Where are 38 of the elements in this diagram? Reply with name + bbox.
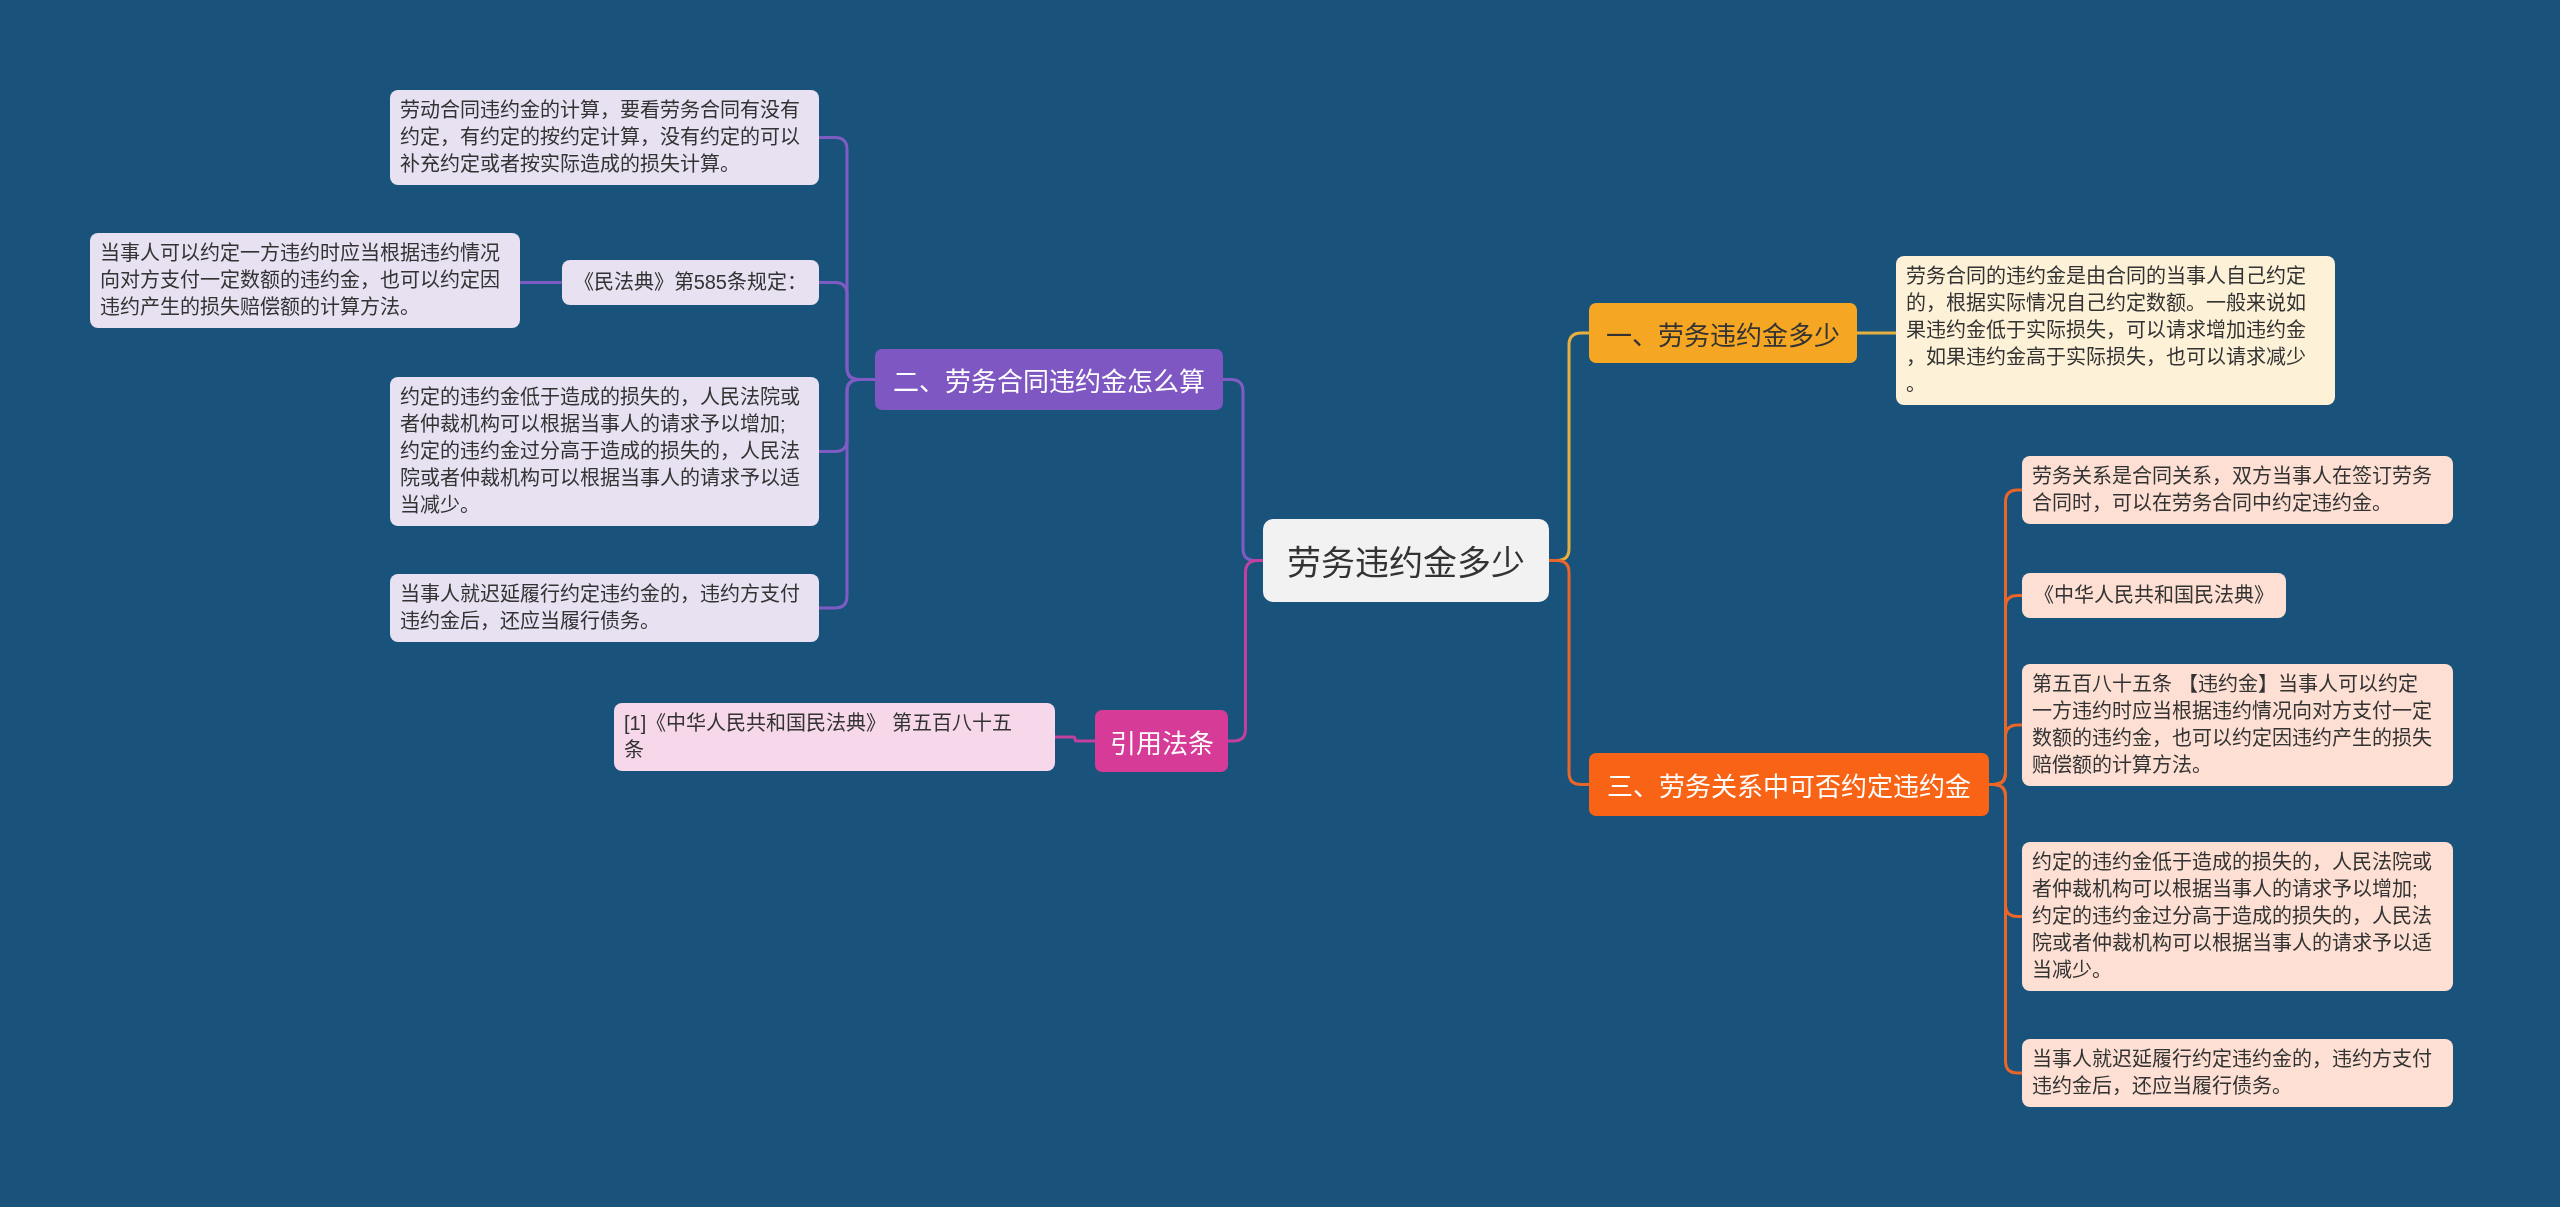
branch-topic-text: 引用法条 bbox=[1109, 727, 1214, 760]
branch-topic-box bbox=[1095, 710, 1228, 772]
branch-topic-text: 三、劳务关系中可否约定违约金 bbox=[1607, 771, 1971, 803]
note-box bbox=[2022, 842, 2453, 991]
branch-topic-box bbox=[1589, 303, 1857, 363]
note-box bbox=[2022, 1039, 2453, 1107]
note-box bbox=[614, 703, 1055, 771]
note-box bbox=[2022, 456, 2453, 524]
note-box bbox=[1896, 256, 2335, 405]
connector-line bbox=[520, 281, 562, 284]
central-topic-box bbox=[1263, 519, 1549, 602]
branch-topic-text: 二、劳务合同违约金怎么算 bbox=[893, 366, 1205, 398]
note-text: [1]《中华人民共和国民法典》 第五百八十五条 bbox=[624, 711, 1013, 763]
note-text: 第五百八十五条 【违约金】当事人可以约定一方违约时应当根据违约情况向对方支付一定数额的违约金，也可以约定因违约产生的损失赔偿额的计算方法。 bbox=[2032, 672, 2433, 778]
branch-topic-text: 一、劳务违约金多少 bbox=[1606, 319, 1840, 352]
note-box bbox=[90, 233, 520, 328]
note-box bbox=[390, 90, 819, 185]
connector-line bbox=[1055, 735, 1095, 743]
note-box bbox=[2022, 664, 2453, 786]
note-text: 约定的违约金低于造成的损失的，人民法院或者仲裁机构可以根据当事人的请求予以增加;约定的违约金过分高于造成的损失的，人民法院或者仲裁机构可以根据当事人的请求予以适当减少。 bbox=[2032, 850, 2433, 983]
note-text: 劳务关系是合同关系，双方当事人在签订劳务合同时，可以在劳务合同中约定违约金。 bbox=[2032, 464, 2433, 516]
note-box bbox=[2022, 573, 2286, 618]
branch-topic-box bbox=[875, 349, 1223, 410]
note-box bbox=[390, 574, 819, 642]
note-text: 劳务合同的违约金是由合同的当事人自己约定的，根据实际情况自己约定数额。一般来说如果违约金低于实际损失，可以请求增加违约金，如果违约金高于实际损失，也可以请求减少。 bbox=[1906, 264, 2307, 397]
note-text: 劳动合同违约金的计算，要看劳务合同有没有约定，有约定的按约定计算，没有约定的可以补充约定或者按实际造成的损失计算。 bbox=[400, 98, 801, 177]
note-text: 《中华人民共和国民法典》 bbox=[2034, 583, 2274, 608]
note-text: 当事人可以约定一方违约时应当根据违约情况向对方支付一定数额的违约金，也可以约定因违约产生的损失赔偿额的计算方法。 bbox=[100, 241, 501, 320]
note-text: 当事人就迟延履行约定违约金的，违约方支付违约金后，还应当履行债务。 bbox=[400, 582, 801, 634]
note-text: 当事人就迟延履行约定违约金的，违约方支付违约金后，还应当履行债务。 bbox=[2032, 1047, 2433, 1099]
note-box bbox=[390, 377, 819, 526]
note-text: 《民法典》第585条规定： bbox=[573, 270, 807, 295]
central-topic-text: 劳务违约金多少 bbox=[1287, 543, 1525, 584]
connector-line bbox=[1549, 559, 1589, 786]
branch-topic-box bbox=[1589, 753, 1989, 816]
note-text: 约定的违约金低于造成的损失的，人民法院或者仲裁机构可以根据当事人的请求予以增加;约定的违约金过分高于造成的损失的，人民法院或者仲裁机构可以根据当事人的请求予以适当减少。 bbox=[400, 385, 801, 518]
connector-line bbox=[1857, 331, 1896, 335]
note-box bbox=[561, 260, 819, 305]
